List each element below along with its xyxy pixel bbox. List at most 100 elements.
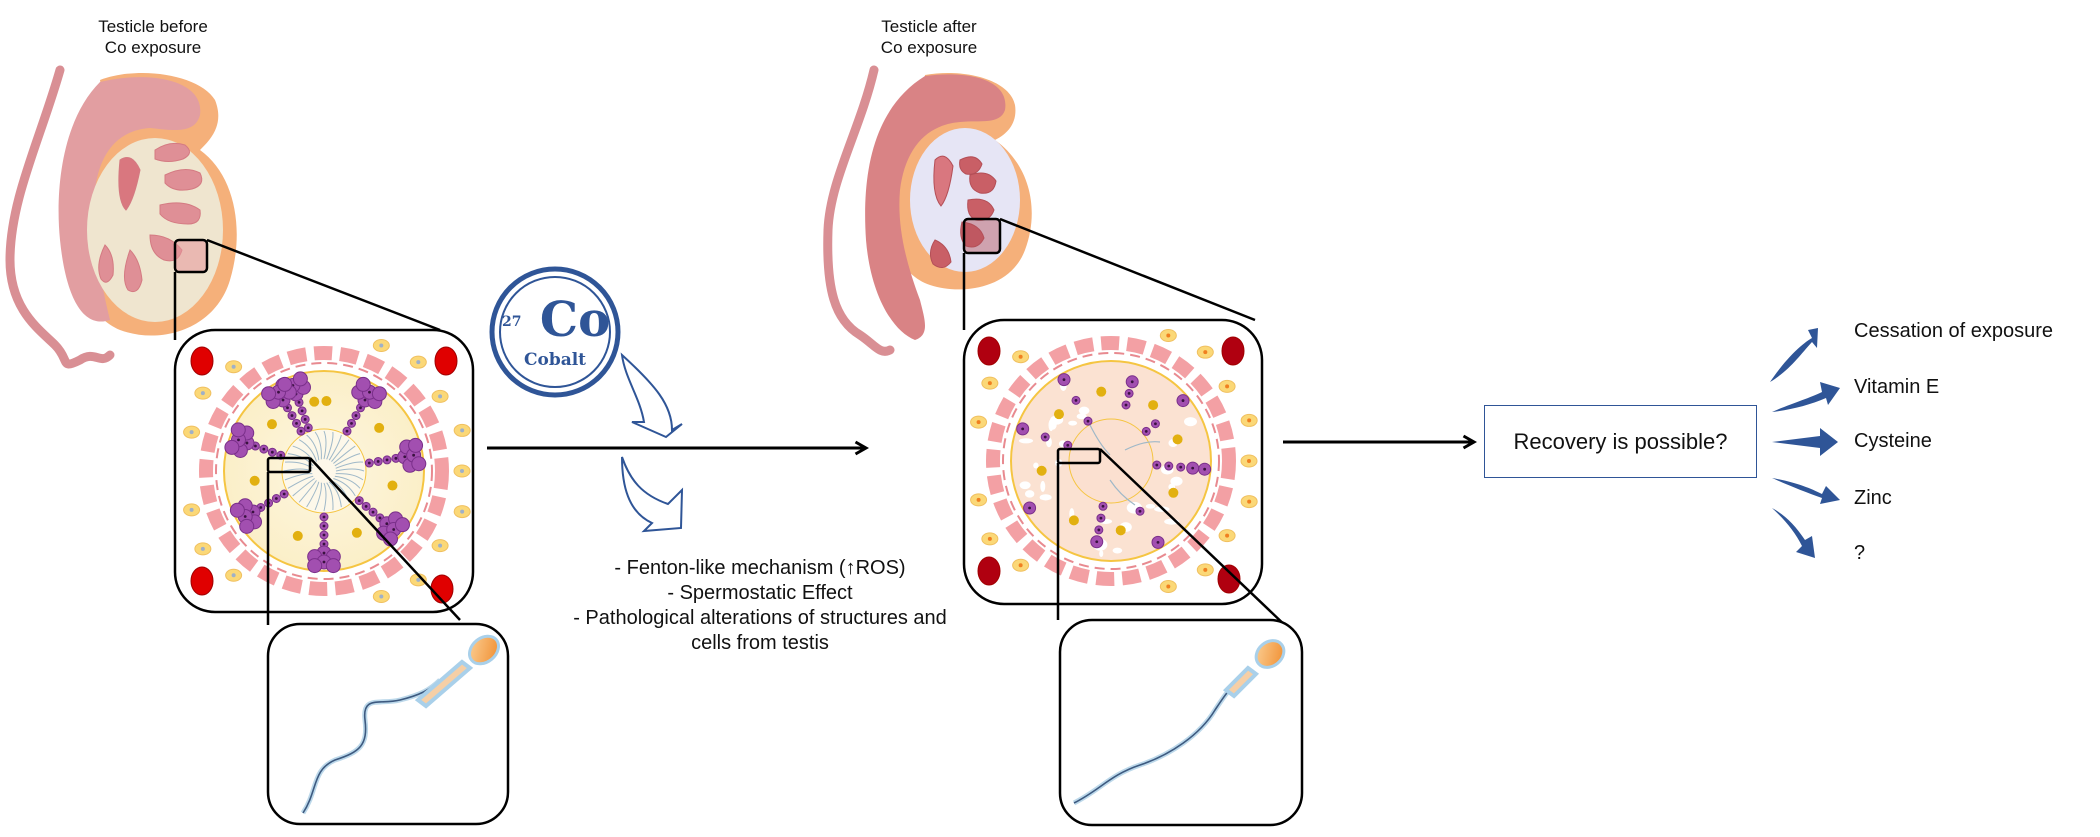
blood-vessel xyxy=(1222,337,1244,365)
leydig-nucleus xyxy=(416,578,420,582)
cobalt-atomic-number: 27 xyxy=(502,314,521,330)
germ-cell-nucleus xyxy=(1145,430,1148,433)
germ-cell-nucleus xyxy=(385,522,388,525)
leydig-nucleus xyxy=(460,428,464,432)
germ-cell xyxy=(412,457,426,471)
germ-cell-nucleus xyxy=(379,517,382,520)
sertoli-nucleus xyxy=(1173,434,1183,444)
recovery-question: Recovery is possible? xyxy=(1514,429,1728,455)
leydig-nucleus xyxy=(1247,418,1251,422)
germ-cell-nucleus xyxy=(1128,392,1131,395)
caption-after-line2: Co exposure xyxy=(864,37,994,58)
sertoli-nucleus xyxy=(1168,488,1178,498)
germ-cell xyxy=(308,559,322,573)
germ-cell-nucleus xyxy=(323,543,326,546)
germ-cell xyxy=(372,387,386,401)
germ-cell xyxy=(356,377,370,391)
germ-cell-nucleus xyxy=(323,552,326,555)
recovery-question-box: Recovery is possible? xyxy=(1484,405,1757,478)
sertoli-nucleus xyxy=(374,423,384,433)
germ-cell-nucleus xyxy=(244,515,247,518)
sertoli-nucleus xyxy=(1096,387,1106,397)
germ-cell-nucleus xyxy=(394,457,397,460)
leydig-nucleus xyxy=(201,391,205,395)
option-cessation: Cessation of exposure xyxy=(1854,320,2053,343)
germ-cell-nucleus xyxy=(301,409,304,412)
leydig-nucleus xyxy=(232,365,236,369)
cobalt-element-badge: 27 Co Cobalt xyxy=(492,269,618,395)
germ-cell-nucleus xyxy=(323,534,326,537)
germ-cell-nucleus xyxy=(372,511,375,514)
sertoli-nucleus xyxy=(250,476,260,486)
leydig-nucleus xyxy=(438,544,442,548)
sertoli-nucleus xyxy=(1148,400,1158,410)
germ-cell-nucleus xyxy=(271,451,274,454)
option-arrow-icon xyxy=(1772,382,1840,412)
caption-before: Testicle before Co exposure xyxy=(78,16,228,58)
germ-cell-nucleus xyxy=(1182,399,1185,402)
vacuole xyxy=(1146,504,1155,509)
sperm-after xyxy=(1060,620,1302,825)
leydig-nucleus xyxy=(1019,563,1023,567)
curved-arrow-icon xyxy=(622,355,682,437)
effect-spermostatic: - Spermostatic Effect xyxy=(520,581,1000,606)
germ-cell-nucleus xyxy=(1063,378,1066,381)
leydig-nucleus xyxy=(977,420,981,424)
germ-cell-nucleus xyxy=(1154,422,1157,425)
sertoli-nucleus xyxy=(387,481,397,491)
germ-cell-nucleus xyxy=(1131,380,1134,383)
leydig-nucleus xyxy=(1166,585,1170,589)
effect-pathological: - Pathological alterations of structures… xyxy=(520,606,1000,631)
curved-arrow-icon xyxy=(622,457,682,531)
germ-cell-nucleus xyxy=(291,414,294,417)
leydig-nucleus xyxy=(1019,355,1023,359)
germ-cell-nucleus xyxy=(1139,510,1142,513)
leydig-nucleus xyxy=(988,381,992,385)
germ-cell-nucleus xyxy=(279,454,282,457)
vacuole xyxy=(1049,419,1054,431)
leydig-nucleus xyxy=(1203,350,1207,354)
germ-cell-nucleus xyxy=(282,399,285,402)
leydig-nucleus xyxy=(1225,384,1229,388)
effect-fenton: - Fenton-like mechanism (↑ROS) xyxy=(520,556,1000,581)
germ-cell-nucleus xyxy=(275,497,278,500)
germ-cell-nucleus xyxy=(1102,505,1105,508)
germ-cell-nucleus xyxy=(1179,466,1182,469)
sertoli-nucleus xyxy=(1069,515,1079,525)
germ-cell-nucleus xyxy=(392,528,395,531)
germ-cell xyxy=(326,559,340,573)
vacuole xyxy=(1025,490,1034,498)
vacuole xyxy=(1184,417,1197,426)
germ-cell-nucleus xyxy=(1100,517,1103,520)
germ-cell-nucleus xyxy=(1028,507,1031,510)
blood-vessel xyxy=(191,567,213,595)
option-arrow-icon xyxy=(1772,478,1840,504)
germ-cell-nucleus xyxy=(277,391,280,394)
blood-vessel xyxy=(191,347,213,375)
germ-cell xyxy=(262,387,276,401)
germ-cell-nucleus xyxy=(1021,427,1024,430)
germ-cell-nucleus xyxy=(368,462,371,465)
germ-cell xyxy=(240,519,254,533)
germ-cell-nucleus xyxy=(323,516,326,519)
germ-cell-nucleus xyxy=(359,406,362,409)
sertoli-nucleus xyxy=(352,528,362,538)
option-cysteine: Cysteine xyxy=(1854,430,1932,453)
option-unknown: ? xyxy=(1854,542,1865,565)
germ-cell-nucleus xyxy=(350,422,353,425)
germ-cell-nucleus xyxy=(298,401,301,404)
germ-cell-nucleus xyxy=(377,460,380,463)
leydig-nucleus xyxy=(379,595,383,599)
leydig-nucleus xyxy=(988,537,992,541)
leydig-nucleus xyxy=(1166,333,1170,337)
leydig-nucleus xyxy=(190,430,194,434)
germ-cell-nucleus xyxy=(304,418,307,421)
germ-cell-nucleus xyxy=(1044,436,1047,439)
germ-cell-nucleus xyxy=(286,406,289,409)
germ-cell-nucleus xyxy=(365,505,368,508)
recovery-arrows xyxy=(1770,328,1840,558)
sertoli-nucleus xyxy=(309,397,319,407)
leydig-nucleus xyxy=(977,498,981,502)
germ-cell-nucleus xyxy=(355,414,358,417)
germ-cell xyxy=(225,440,239,454)
